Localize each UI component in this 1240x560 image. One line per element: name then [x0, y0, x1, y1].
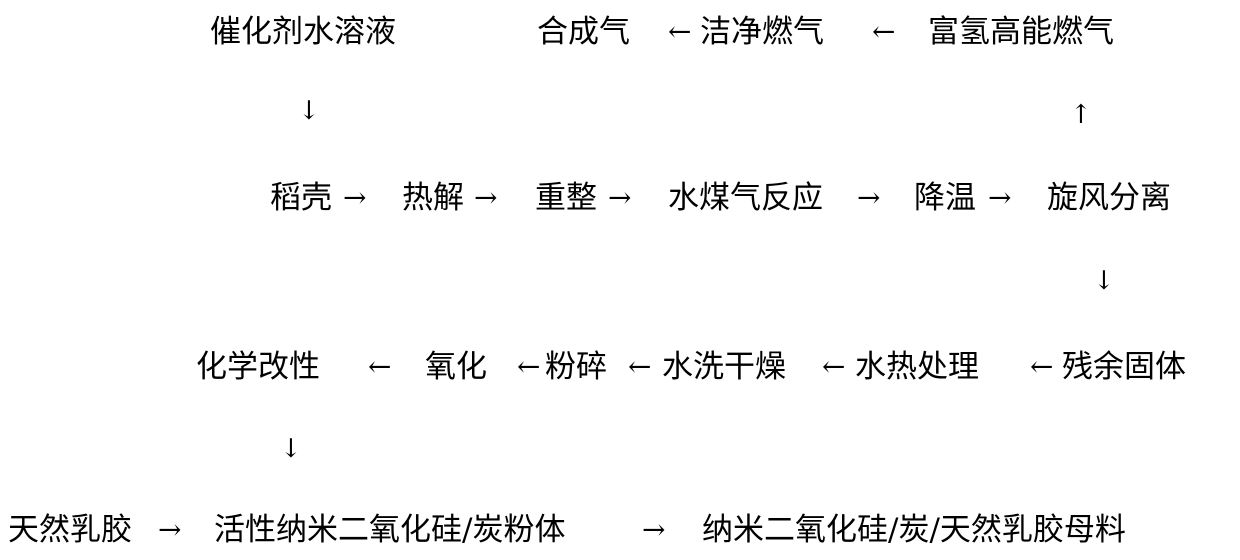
pyrolysis-label: 热解: [402, 178, 464, 218]
wash-dry-label: 水洗干燥: [662, 347, 786, 387]
arrow-down-icon: ↓: [1093, 266, 1115, 296]
arrow-right-icon: →: [608, 178, 631, 218]
arrow-right-icon: →: [474, 178, 497, 218]
masterbatch-label: 纳米二氧化硅/炭/天然乳胶母料: [702, 510, 1126, 550]
arrow-right-icon: →: [642, 510, 665, 550]
cyclone-separation-label: 旋风分离: [1047, 178, 1171, 218]
arrow-right-icon: →: [988, 178, 1011, 218]
cooling-label: 降温: [914, 178, 976, 218]
oxidation-label: 氧化: [425, 347, 487, 387]
arrow-right-icon: →: [857, 178, 880, 218]
chemical-modification-label: 化学改性: [196, 347, 320, 387]
clean-gas-label: 洁净燃气: [700, 12, 824, 52]
arrow-left-icon: ←: [628, 347, 651, 387]
water-gas-reaction-label: 水煤气反应: [668, 178, 823, 218]
arrow-left-icon: ←: [668, 12, 691, 52]
arrow-down-icon: ↓: [280, 434, 302, 464]
arrow-right-icon: →: [343, 178, 366, 218]
arrow-left-icon: ←: [517, 347, 540, 387]
hydrothermal-treatment-label: 水热处理: [855, 347, 979, 387]
arrow-left-icon: ←: [368, 347, 391, 387]
residual-solid-label: 残余固体: [1062, 347, 1186, 387]
natural-latex-label: 天然乳胶: [8, 510, 132, 550]
rice-husk-label: 稻壳: [270, 178, 332, 218]
catalyst-solution-label: 催化剂水溶液: [210, 12, 396, 52]
crushing-label: 粉碎: [545, 347, 607, 387]
arrow-down-icon: ↓: [298, 96, 320, 126]
hydrogen-rich-gas-label: 富氢高能燃气: [928, 12, 1114, 52]
arrow-left-icon: ←: [872, 12, 895, 52]
arrow-right-icon: →: [158, 510, 181, 550]
arrow-left-icon: ←: [822, 347, 845, 387]
reforming-label: 重整: [535, 178, 597, 218]
active-nano-powder-label: 活性纳米二氧化硅/炭粉体: [214, 510, 565, 550]
syngas-label: 合成气: [537, 12, 630, 52]
arrow-up-icon: ↑: [1070, 100, 1092, 130]
arrow-left-icon: ←: [1030, 347, 1053, 387]
